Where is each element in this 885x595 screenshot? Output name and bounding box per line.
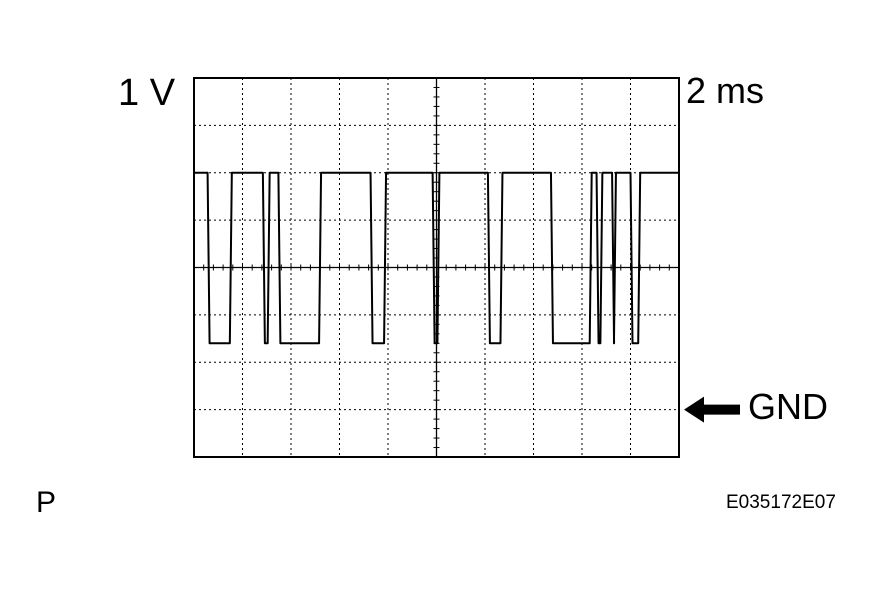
ground-arrow-shape (684, 396, 740, 423)
mode-label: P (36, 486, 57, 519)
volts-per-division-label: 1 V (118, 72, 176, 114)
signal-waveform (194, 171, 679, 345)
ground-arrow-icon (684, 396, 740, 423)
figure-id: E035172E07 (726, 492, 836, 513)
time-per-division-label: 2 ms (686, 70, 765, 111)
scope-screen-frame (193, 77, 680, 458)
ground-label: GND (748, 386, 828, 427)
